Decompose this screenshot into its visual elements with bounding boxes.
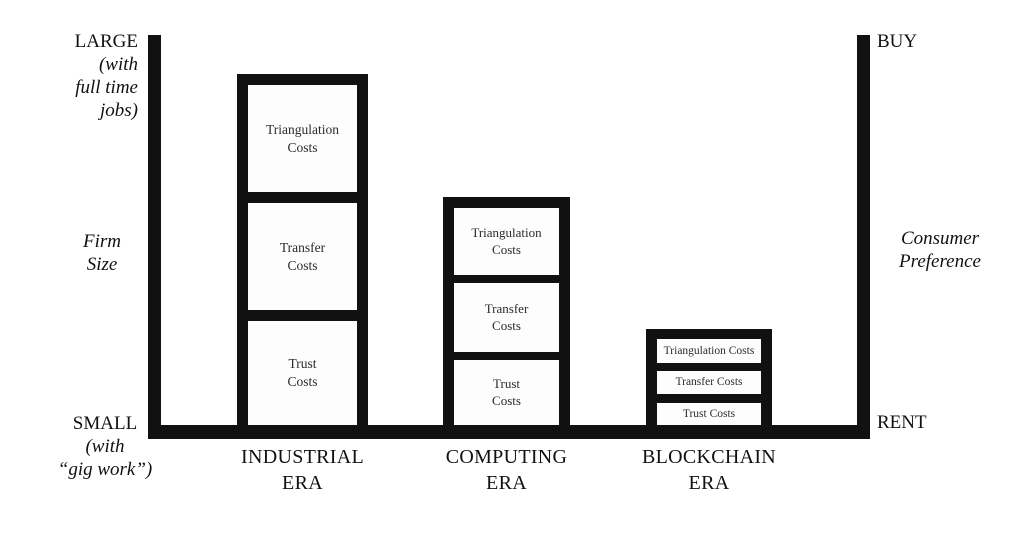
y2-axis-top-label: BUY [877, 31, 918, 52]
segment-computing-triangulation-costs: Triangulation Costs [454, 208, 559, 275]
category-label-computing-era: COMPUTING ERA [445, 446, 568, 494]
large-note-line: full time [75, 77, 138, 98]
small-note-line: (with [85, 436, 125, 457]
y-axis-consumer-preference-line [857, 35, 870, 439]
segment-blockchain-trust-costs: Trust Costs [657, 403, 761, 425]
x-axis-baseline [148, 425, 870, 439]
y2-axis-bottom-label: RENT [877, 412, 927, 433]
small-note-line: “gig work”) [57, 459, 153, 480]
y-axis-title-firm-size: Firm Size [83, 231, 121, 275]
segment-blockchain-triangulation-costs: Triangulation Costs [657, 339, 761, 363]
y2-axis-title-consumer-preference: Consumer Preference [899, 228, 981, 272]
y-axis-firm-size-line [148, 35, 161, 439]
segment-computing-trust-costs: Trust Costs [454, 360, 559, 425]
y-axis-bottom-label: SMALL (with “gig work”) [35, 412, 175, 481]
large-label: LARGE [74, 31, 138, 52]
segment-industrial-triangulation-costs: Triangulation Costs [248, 85, 357, 192]
category-label-blockchain-era: BLOCKCHAIN ERA [641, 446, 777, 494]
segment-industrial-trust-costs: Trust Costs [248, 321, 357, 425]
large-note-line: jobs) [100, 100, 138, 121]
segment-industrial-transfer-costs: Transfer Costs [248, 203, 357, 310]
category-label-industrial-era: INDUSTRIAL ERA [241, 446, 364, 494]
small-label: SMALL [72, 413, 138, 434]
segment-computing-transfer-costs: Transfer Costs [454, 283, 559, 352]
large-note-line: (with [98, 54, 138, 75]
segment-blockchain-transfer-costs: Transfer Costs [657, 371, 761, 394]
y-axis-top-label: LARGE (with full time jobs) [0, 30, 138, 122]
